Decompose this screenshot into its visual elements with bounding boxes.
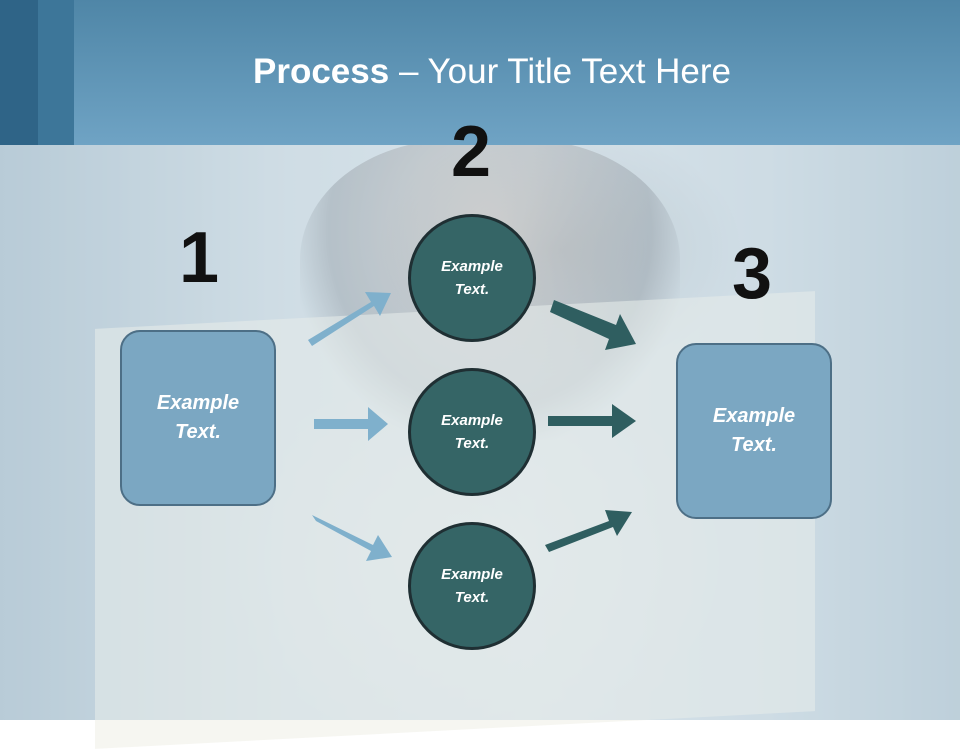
circle-top-line2: Text. <box>454 281 490 298</box>
step-number-1: 1 <box>179 218 220 298</box>
header-stripe <box>38 0 74 145</box>
arrow-down-right-dark <box>550 300 636 350</box>
arrow-up-right-light <box>308 292 391 346</box>
header-band <box>0 0 960 145</box>
title-bold: Process <box>253 52 390 91</box>
circle-bottom-line2: Text. <box>454 589 490 606</box>
circle-middle-line1: Example <box>441 412 503 429</box>
arrow-right-dark <box>548 404 636 438</box>
box-right-line2: Text. <box>731 434 777 456</box>
title-rest: – Your Title Text Here <box>389 52 731 91</box>
slide-title: Process – Your Title Text Here <box>0 52 960 92</box>
step-number-3: 3 <box>732 234 773 314</box>
circle-top-line1: Example <box>441 258 503 275</box>
box-left-line1: Example <box>156 392 240 414</box>
header-stripe <box>0 0 38 145</box>
dark-arrows <box>545 300 636 552</box>
light-arrows <box>308 292 392 561</box>
arrow-right-light <box>314 407 388 441</box>
box-right-line1: Example <box>712 405 796 427</box>
arrow-up-right-dark <box>545 510 632 552</box>
step-number-2: 2 <box>451 112 492 192</box>
circle-middle-line2: Text. <box>454 435 490 452</box>
box-left-line2: Text. <box>175 421 221 443</box>
arrow-down-right-light <box>312 515 392 561</box>
arrows-layer <box>308 292 636 561</box>
circle-bottom-line1: Example <box>441 566 503 583</box>
